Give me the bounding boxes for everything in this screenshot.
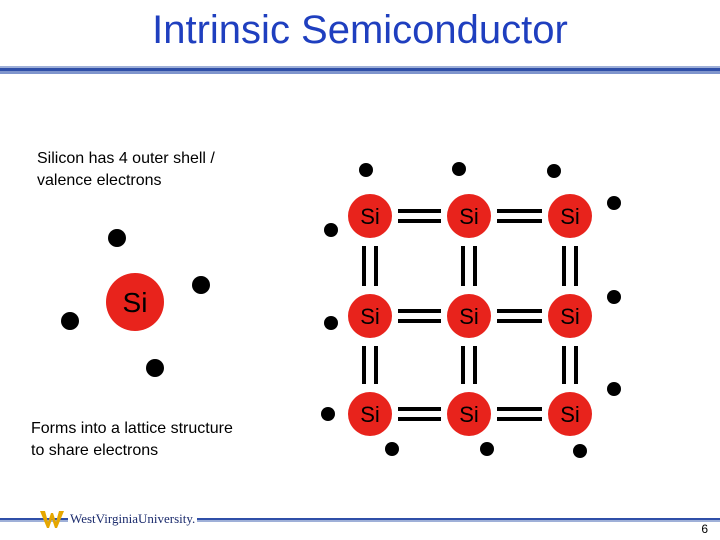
single-si-atom <box>106 273 164 331</box>
valence-caption-line-1: Silicon has 4 outer shell / <box>37 150 215 167</box>
lattice-electron <box>547 164 561 178</box>
valence-caption-line-2: valence electrons <box>37 172 162 189</box>
lattice-electron <box>385 442 399 456</box>
lattice-electron <box>359 163 373 177</box>
valence-electron <box>146 359 164 377</box>
lattice-si-atom <box>548 194 592 238</box>
lattice-si-atom-label: Si <box>360 402 380 427</box>
lattice-caption-line-1: Forms into a lattice structure <box>31 420 233 437</box>
lattice-electron <box>480 442 494 456</box>
lattice-electron <box>607 196 621 210</box>
single-si-atom-label: Si <box>123 287 148 318</box>
lattice-si-atom <box>548 392 592 436</box>
lattice-si-atom <box>548 294 592 338</box>
page-number: 6 <box>701 522 708 536</box>
title-divider <box>0 66 720 74</box>
lattice-electron <box>324 223 338 237</box>
lattice-si-atom-label: Si <box>360 304 380 329</box>
university-logo: WestVirginiaUniversity. <box>40 508 198 530</box>
valence-electron <box>108 229 126 247</box>
lattice-electron <box>321 407 335 421</box>
logo-text: WestVirginiaUniversity. <box>68 511 198 527</box>
valence-electron <box>61 312 79 330</box>
lattice-si-atom <box>348 392 392 436</box>
valence-electron <box>192 276 210 294</box>
lattice-si-atom-label: Si <box>560 402 580 427</box>
lattice-si-atom <box>348 194 392 238</box>
lattice-si-atom <box>447 392 491 436</box>
lattice-caption-line-2: to share electrons <box>31 442 159 459</box>
lattice-si-atom-label: Si <box>459 304 479 329</box>
wv-logo-icon <box>40 511 64 528</box>
lattice-si-atom-label: Si <box>560 304 580 329</box>
lattice-si-atom-label: Si <box>360 204 380 229</box>
lattice-si-atom-label: Si <box>459 402 479 427</box>
lattice-electron <box>607 382 621 396</box>
lattice-si-atom-label: Si <box>560 204 580 229</box>
lattice-si-atom <box>447 294 491 338</box>
valence-caption: Silicon has 4 outer shell / valence elec… <box>37 148 215 192</box>
lattice-electron <box>324 316 338 330</box>
lattice-si-atom <box>348 294 392 338</box>
lattice-caption: Forms into a lattice structure to share … <box>31 418 233 462</box>
footer-divider <box>0 518 720 522</box>
lattice-electron <box>452 162 466 176</box>
lattice-electron <box>607 290 621 304</box>
slide-title: Intrinsic Semiconductor <box>152 8 568 52</box>
lattice-si-atom <box>447 194 491 238</box>
lattice-electron <box>573 444 587 458</box>
lattice-si-atom-label: Si <box>459 204 479 229</box>
